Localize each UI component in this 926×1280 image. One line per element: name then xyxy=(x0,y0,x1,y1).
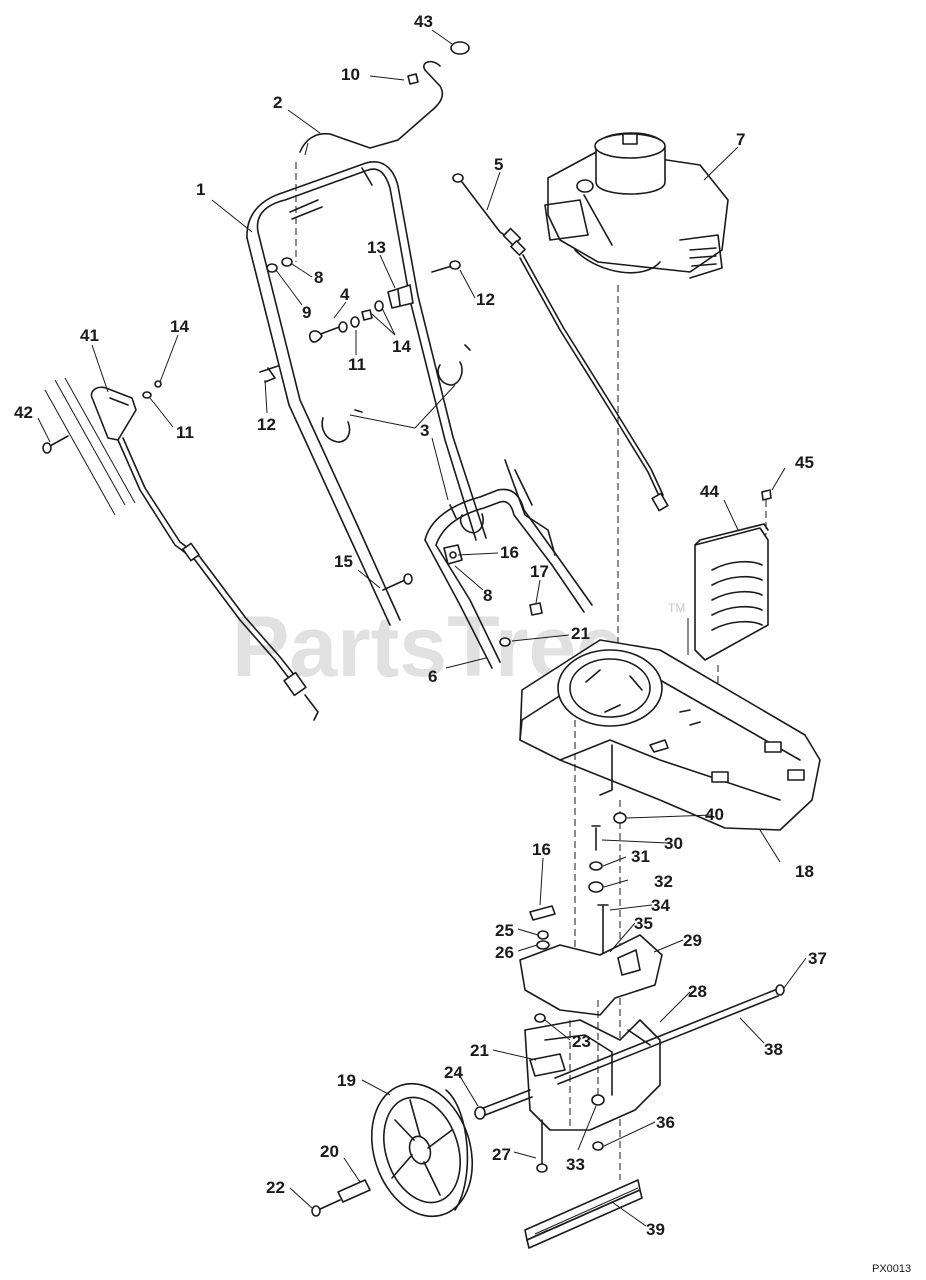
knob xyxy=(450,41,470,55)
engine xyxy=(544,132,729,279)
callout-20: 20 xyxy=(320,1142,339,1161)
callout-28: 28 xyxy=(688,982,707,1001)
callout-33: 33 xyxy=(566,1155,585,1174)
callout-19: 19 xyxy=(337,1071,356,1090)
callout-16-lower: 16 xyxy=(532,840,551,859)
callout-25: 25 xyxy=(495,921,514,940)
callout-17: 17 xyxy=(530,562,549,581)
callout-43: 43 xyxy=(414,12,433,31)
handle-clips xyxy=(321,344,484,534)
upper-handle xyxy=(246,161,487,626)
callout-26: 26 xyxy=(495,943,514,962)
callout-10: 10 xyxy=(341,65,360,84)
throttle-cable xyxy=(452,173,669,512)
callout-12: 12 xyxy=(476,290,495,309)
callout-41: 41 xyxy=(80,326,99,345)
callout-35: 35 xyxy=(634,914,653,933)
callout-24: 24 xyxy=(444,1063,463,1082)
callout-7: 7 xyxy=(736,130,745,149)
callout-9: 9 xyxy=(302,303,311,322)
callout-27: 27 xyxy=(492,1145,511,1164)
callout-2: 2 xyxy=(273,93,282,112)
callouts: 43 10 2 5 7 1 13 8 12 9 4 14 41 14 11 42… xyxy=(14,12,827,1239)
cable-eyelet xyxy=(423,60,441,71)
callout-6: 6 xyxy=(428,667,437,686)
callout-1: 1 xyxy=(196,180,205,199)
callout-42: 42 xyxy=(14,403,33,422)
control-bail-cable xyxy=(299,69,444,153)
callout-12-lower: 12 xyxy=(257,415,276,434)
callout-29: 29 xyxy=(683,931,702,950)
callout-14: 14 xyxy=(392,337,411,356)
callout-18: 18 xyxy=(795,862,814,881)
callout-36: 36 xyxy=(656,1113,675,1132)
callout-21: 21 xyxy=(571,624,590,643)
wheel xyxy=(370,1082,474,1218)
wheel-bolt xyxy=(317,1199,341,1211)
lower-handle xyxy=(424,459,593,669)
belt-guard xyxy=(687,489,772,700)
callout-40: 40 xyxy=(705,805,724,824)
callout-16: 16 xyxy=(500,543,519,562)
nut-10 xyxy=(407,73,419,85)
callout-37: 37 xyxy=(808,949,827,968)
watermark-tm: TM xyxy=(668,601,685,615)
callout-11-lever: 11 xyxy=(176,423,194,442)
callout-4: 4 xyxy=(340,285,350,304)
callout-8: 8 xyxy=(314,268,323,287)
drawing-code: PX0013 xyxy=(872,1263,911,1275)
wheel-bushing xyxy=(337,1179,371,1203)
callout-31: 31 xyxy=(631,847,650,866)
hardware xyxy=(259,257,543,647)
callout-11: 11 xyxy=(348,355,366,374)
leader-lines xyxy=(37,29,807,1227)
callout-23: 23 xyxy=(572,1032,591,1051)
callout-14-lever: 14 xyxy=(170,317,189,336)
callout-34: 34 xyxy=(651,896,670,915)
callout-30: 30 xyxy=(664,834,683,853)
callout-13: 13 xyxy=(367,238,386,257)
deck xyxy=(519,639,821,831)
callout-44: 44 xyxy=(700,482,719,501)
callout-21-lower: 21 xyxy=(470,1041,489,1060)
callout-39: 39 xyxy=(646,1220,665,1239)
callout-8-lower: 8 xyxy=(483,586,492,605)
callout-38: 38 xyxy=(764,1040,783,1059)
callout-15: 15 xyxy=(334,552,353,571)
callout-3: 3 xyxy=(420,421,429,440)
axle-assembly xyxy=(474,812,785,1173)
callout-5: 5 xyxy=(494,155,503,174)
callout-45: 45 xyxy=(795,453,814,472)
callout-32: 32 xyxy=(654,872,673,891)
control-lever xyxy=(42,377,319,721)
callout-22: 22 xyxy=(266,1178,285,1197)
skid-plate xyxy=(524,1179,643,1249)
